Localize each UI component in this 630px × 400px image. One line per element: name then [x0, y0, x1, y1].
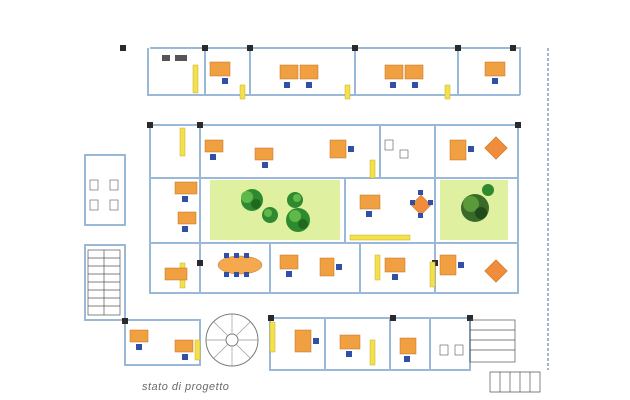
chair-icon: [390, 82, 396, 88]
chair-icon: [392, 274, 398, 280]
spiral-stair-icon: [205, 313, 259, 367]
chair-icon: [336, 264, 342, 270]
chair-icon: [244, 272, 249, 277]
chair-icon: [222, 78, 228, 84]
chair-icon: [313, 338, 319, 344]
meeting-tables: [217, 136, 508, 283]
chair-icon: [284, 82, 290, 88]
chair-icon: [410, 200, 415, 205]
chair-icon: [210, 154, 216, 160]
chair-icon: [348, 146, 354, 152]
chair-icon: [234, 253, 239, 258]
printer-area: [162, 55, 187, 61]
chair-icon: [306, 82, 312, 88]
chair-icon: [136, 344, 142, 350]
chair-icon: [404, 356, 410, 362]
chair-icon: [346, 351, 352, 357]
chair-icon: [244, 253, 249, 258]
staircase-bottom-right: [469, 319, 541, 393]
square-table-right-bottom: [484, 259, 508, 283]
chair-icon: [418, 190, 423, 195]
chair-icons: [136, 78, 498, 362]
square-table-right-top: [484, 136, 508, 160]
plant-icon: [262, 207, 278, 223]
structural-columns: [120, 45, 521, 324]
plant-icon: [482, 184, 494, 196]
plant-icon: [287, 192, 303, 208]
chair-icon: [366, 211, 372, 217]
oval-meeting-table: [217, 255, 263, 275]
staircase: [87, 249, 121, 316]
chair-icon: [458, 262, 464, 268]
restroom-fixtures: [89, 139, 464, 356]
plant-icon: [241, 189, 263, 211]
drawing-caption: stato di progetto: [142, 381, 230, 393]
plant-icon: [461, 194, 489, 222]
chair-icon: [412, 82, 418, 88]
chair-icon: [428, 200, 433, 205]
chair-icon: [468, 146, 474, 152]
chair-icon: [262, 162, 268, 168]
chair-icon: [234, 272, 239, 277]
square-table-center: [410, 194, 432, 216]
chair-icon: [224, 272, 229, 277]
chair-icon: [418, 213, 423, 218]
chair-icon: [224, 253, 229, 258]
chair-icon: [286, 271, 292, 277]
desks: [129, 61, 506, 355]
chair-icon: [492, 78, 498, 84]
plant-icon: [286, 208, 310, 232]
chair-icon: [182, 196, 188, 202]
chair-icon: [182, 226, 188, 232]
chair-icon: [182, 354, 188, 360]
plant-icons: [241, 184, 494, 232]
